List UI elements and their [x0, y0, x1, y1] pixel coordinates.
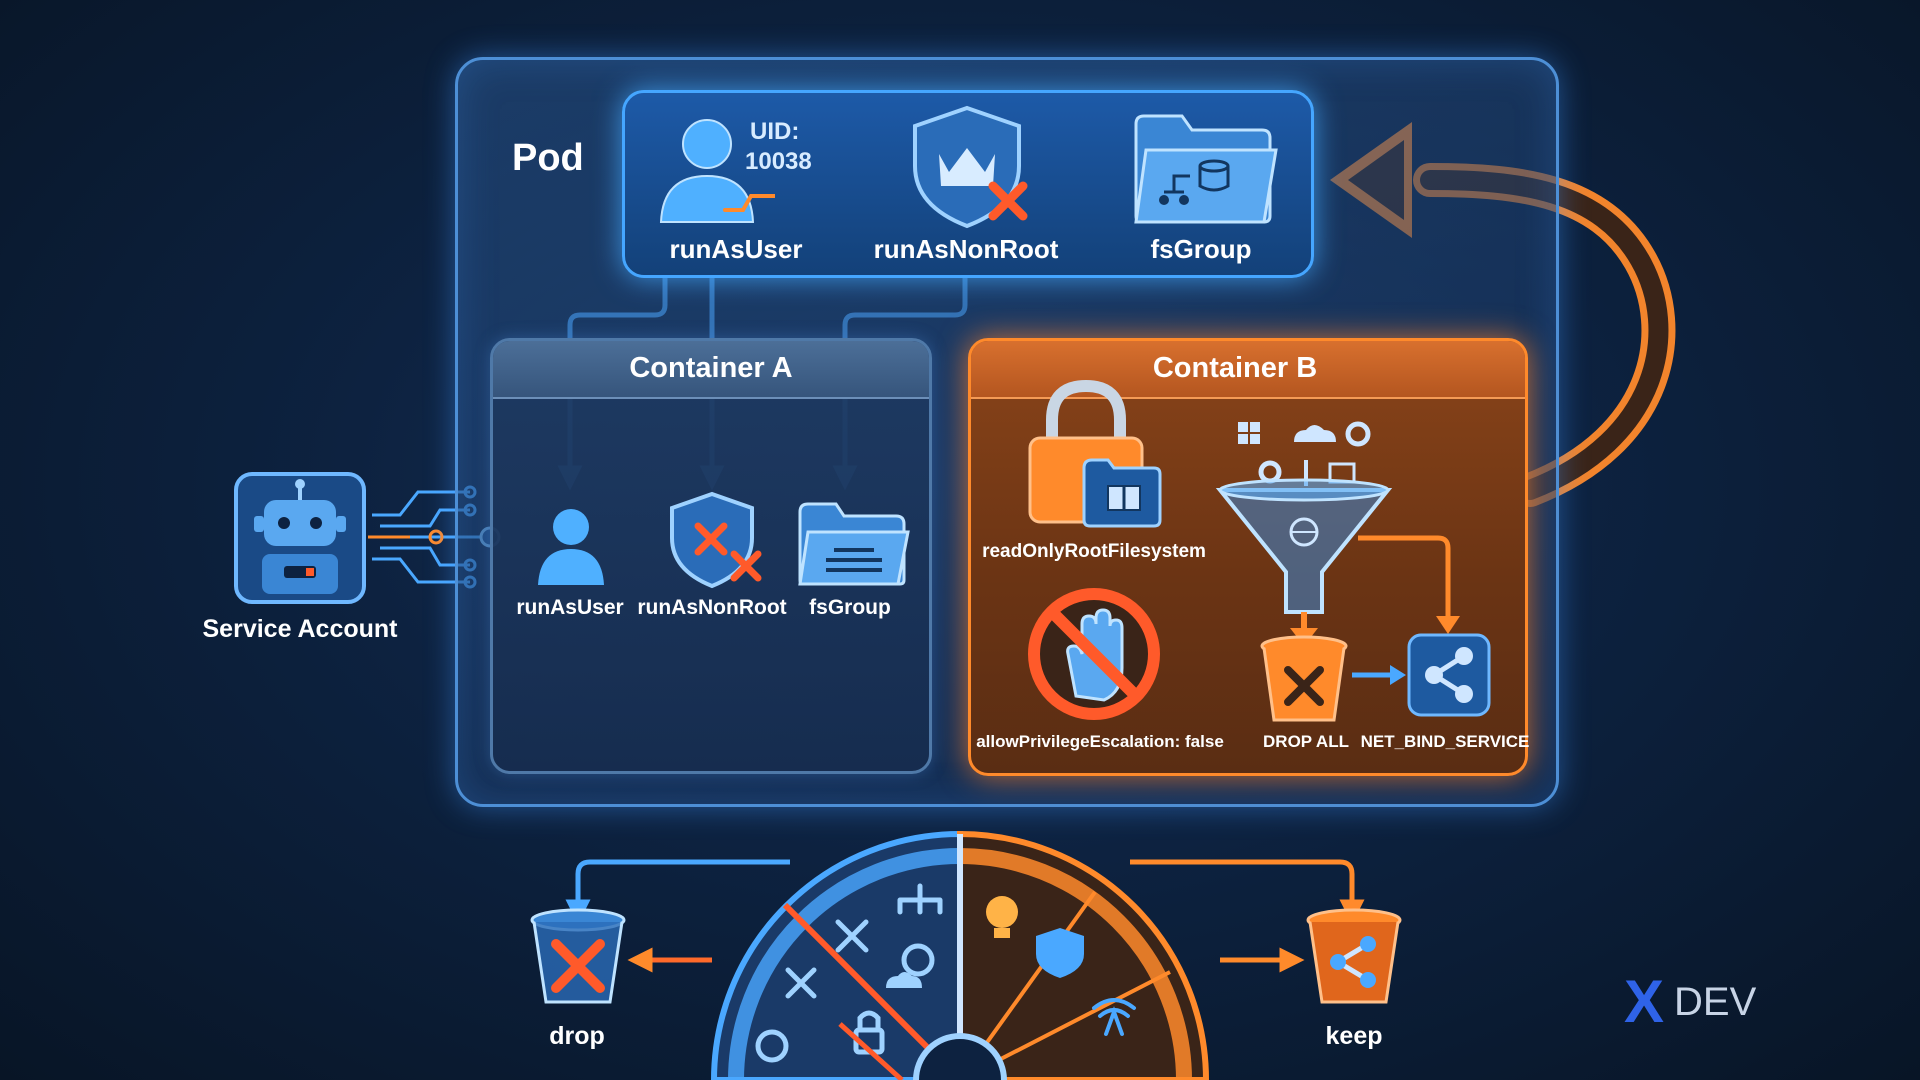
net-bind-arrows: [1352, 535, 1460, 685]
keep-label: keep: [1325, 1022, 1383, 1050]
capability-dial: [710, 830, 1210, 1080]
pod-fs-group-label: fsGroup: [1150, 234, 1252, 264]
container-a-run-as-non-root-label: runAsNonRoot: [637, 596, 787, 619]
uid-value: 10038: [745, 148, 812, 175]
user-icon: [659, 119, 775, 223]
read-only-root-fs-label: readOnlyRootFilesystem: [982, 541, 1206, 562]
no-hand-icon: [1028, 588, 1160, 720]
container-a-fs-group-label: fsGroup: [809, 596, 891, 619]
robot-icon: [234, 472, 366, 604]
net-bind-service-label: NET_BIND_SERVICE: [1360, 732, 1530, 751]
uid-label: UID:: [750, 118, 800, 145]
logo-text: DEV: [1674, 980, 1757, 1024]
drop-all-label: DROP ALL: [1263, 732, 1349, 751]
drop-label: drop: [549, 1022, 605, 1050]
trash-bin-icon: [1306, 908, 1402, 1004]
pod-run-as-user-label: runAsUser: [669, 234, 803, 264]
pod-run-as-non-root-label: runAsNonRoot: [873, 234, 1059, 264]
shield-crown-icon: [913, 105, 1028, 229]
trash-bin-icon: [530, 908, 626, 1004]
capability-routing-arrows: [565, 859, 1365, 973]
folder-database-icon: [1134, 114, 1278, 224]
trash-bin-icon: [1260, 635, 1348, 722]
logo-mark: X: [1624, 968, 1665, 1035]
pod-title: Pod: [512, 137, 584, 179]
shield-icon: [670, 491, 762, 589]
xdev-logo: X DEV: [1624, 972, 1756, 1032]
service-account-label: Service Account: [202, 615, 398, 643]
folder-icon: [798, 502, 910, 586]
allow-priv-esc-label: allowPrivilegeEscalation: false: [976, 732, 1224, 751]
container-b-title: Container B: [1152, 352, 1318, 384]
container-a-run-as-user-label: runAsUser: [516, 596, 624, 619]
container-a-title: Container A: [629, 352, 793, 384]
lock-folder-icon: [1028, 380, 1162, 528]
user-icon: [538, 509, 604, 585]
share-icon: [1407, 633, 1491, 717]
